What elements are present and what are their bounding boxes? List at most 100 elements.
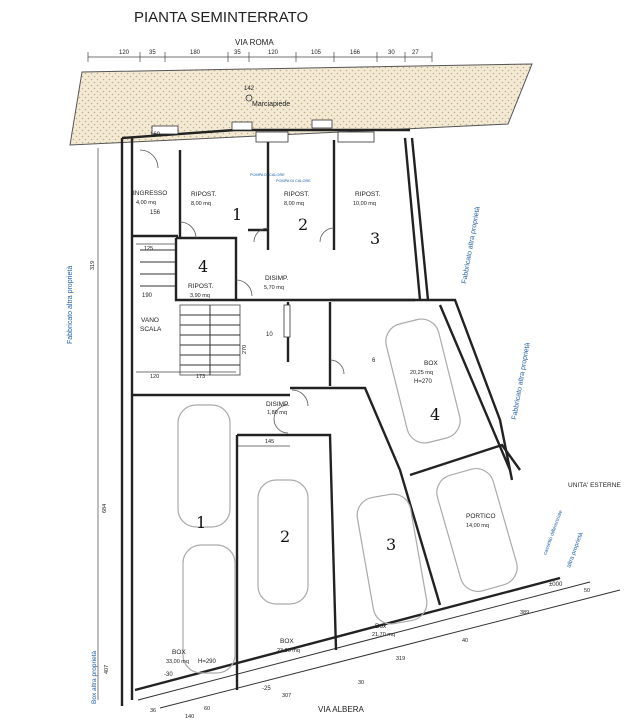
box2-area: 23,20 mq: [277, 648, 300, 654]
vano-name: VANO: [141, 317, 159, 324]
disimp2-name: DISIMP.: [266, 401, 290, 408]
level-zero: ±000: [549, 582, 563, 588]
car-box-1b: [182, 544, 236, 674]
car-portico: [436, 467, 518, 593]
dim-bottom-1: 36: [150, 708, 156, 714]
dim-120: 120: [150, 374, 159, 380]
dim-bottom-4: 307: [282, 693, 291, 699]
dim-left-upper: 319: [90, 261, 96, 270]
staircase: [140, 249, 241, 376]
dim-bottom-5: 30: [358, 680, 364, 686]
box3-area: 21,70 mq: [372, 632, 395, 638]
level-10: 10: [266, 332, 273, 338]
rip2-area: 8,00 mq: [284, 201, 304, 207]
box4-height: H=270: [414, 379, 433, 385]
dim-top-3: 180: [190, 50, 201, 56]
building-walls: [120, 128, 621, 709]
box2-name: BOX: [280, 638, 294, 645]
dim-top-9: 27: [412, 50, 419, 56]
dim-top-1: 120: [119, 50, 130, 56]
rip3-number: 3: [370, 229, 380, 248]
portico-area: 14,00 mq: [466, 523, 489, 529]
level-160: 160: [150, 132, 161, 138]
disimp2-area: 1,80 mq: [267, 410, 287, 416]
dim-125: 125: [144, 246, 153, 252]
level-142: 142: [244, 86, 255, 92]
disimp1-area: 5,70 mq: [264, 285, 284, 291]
vano-name2: SCALA: [140, 326, 162, 333]
rip4-number: 4: [198, 257, 208, 276]
portico-name: PORTICO: [466, 513, 496, 520]
parked-cars: [177, 318, 518, 674]
rip3-name: RIPOST.: [355, 191, 380, 198]
box4-area: 20,25 mq: [410, 370, 433, 376]
car-box-1a: [177, 404, 231, 528]
windows-top: [151, 119, 375, 143]
box3-number: 3: [386, 535, 396, 554]
rip3-area: 10,00 mq: [353, 201, 376, 207]
level-minus-25: -25: [262, 686, 271, 692]
pompa-calore-1: POMPA DI CALORE: [250, 173, 285, 177]
dim-bottom-2: 60: [204, 706, 210, 712]
street-via-albera: VIA ALBERA: [318, 705, 364, 714]
inner-dimensions: 125 120 173 270 145: [136, 243, 290, 447]
sidewalk-label: Marciapiede: [252, 101, 290, 108]
bottom-dimension-chain: 36 60 140 307 30 319 40 389 50: [150, 588, 590, 720]
dim-top-5: 120: [268, 50, 279, 56]
box1-height: H=290: [198, 659, 217, 665]
box1-area: 33,00 mq: [166, 659, 189, 665]
neighbour-right-lower: altra proprietà: [566, 531, 585, 568]
room-labels: INGRESSO 4,00 mq RIPOST. 8,00 mq 1 RIPOS…: [133, 173, 621, 665]
level-6: 6: [372, 358, 376, 364]
dim-left-bottom: 407: [104, 665, 110, 674]
ingresso-area: 4,00 mq: [136, 200, 156, 206]
rip2-number: 2: [298, 215, 308, 234]
disimp1-name: DISIMP.: [265, 275, 289, 282]
page-title: PIANTA SEMINTERRATO: [134, 9, 308, 26]
dim-270: 270: [242, 345, 248, 354]
level-marker-142: [245, 94, 253, 102]
dim-bottom-9: 50: [584, 588, 590, 594]
rip1-number: 1: [232, 205, 242, 224]
rip4-area: 3,90 mq: [190, 293, 210, 299]
dim-top-7: 166: [350, 50, 361, 56]
neighbour-left-upper: Fabbricato altra proprietà: [67, 266, 74, 344]
dim-top-8: 30: [388, 50, 395, 56]
car-box-2: [257, 479, 309, 605]
pompa-calore-2: POMPA DI CALORE: [276, 179, 311, 183]
unita-esterne-label: UNITA' ESTERNE: [568, 482, 621, 489]
box3-name: Box: [375, 623, 387, 630]
dim-top-2: 35: [149, 50, 156, 56]
doors: [139, 149, 345, 434]
rip1-name: RIPOST.: [191, 191, 216, 198]
dim-top-6: 105: [311, 50, 322, 56]
dim-bottom-6: 319: [396, 656, 405, 662]
sidewalk: [69, 63, 533, 146]
box4-number: 4: [430, 405, 440, 424]
dim-top-4: 35: [234, 50, 241, 56]
dim-bottom-7: 40: [462, 638, 468, 644]
street-via-roma: VIA ROMA: [235, 38, 274, 47]
car-box-3: [356, 493, 428, 625]
dim-145: 145: [265, 439, 274, 445]
ingresso-name: INGRESSO: [133, 190, 167, 197]
box2-number: 2: [280, 527, 290, 546]
level-markers: 160 156 190 10 6 -30 -25 ±000: [142, 132, 563, 692]
dim-173: 173: [196, 374, 205, 380]
box4-name: BOX: [424, 360, 438, 367]
level-190: 190: [142, 293, 153, 299]
level-minus-30: -30: [164, 672, 173, 678]
rip1-area: 8,00 mq: [191, 201, 211, 207]
neighbour-right-mid: Fabbricato altra proprietà: [511, 342, 531, 420]
car-box-4: [385, 318, 461, 444]
cassetto-label: cassetto differenziale: [542, 509, 564, 555]
dim-bottom-3: 140: [185, 714, 194, 720]
rip4-name: RIPOST.: [188, 283, 213, 290]
dim-bottom-8: 389: [520, 610, 529, 616]
box1-number: 1: [196, 513, 206, 532]
box1-name: BOX: [172, 649, 186, 656]
neighbour-right-upper: Fabbricato altra proprietà: [461, 206, 481, 284]
neighbour-left-lower: Box altra proprietà: [91, 651, 98, 704]
dim-left-lower: 684: [102, 504, 108, 513]
